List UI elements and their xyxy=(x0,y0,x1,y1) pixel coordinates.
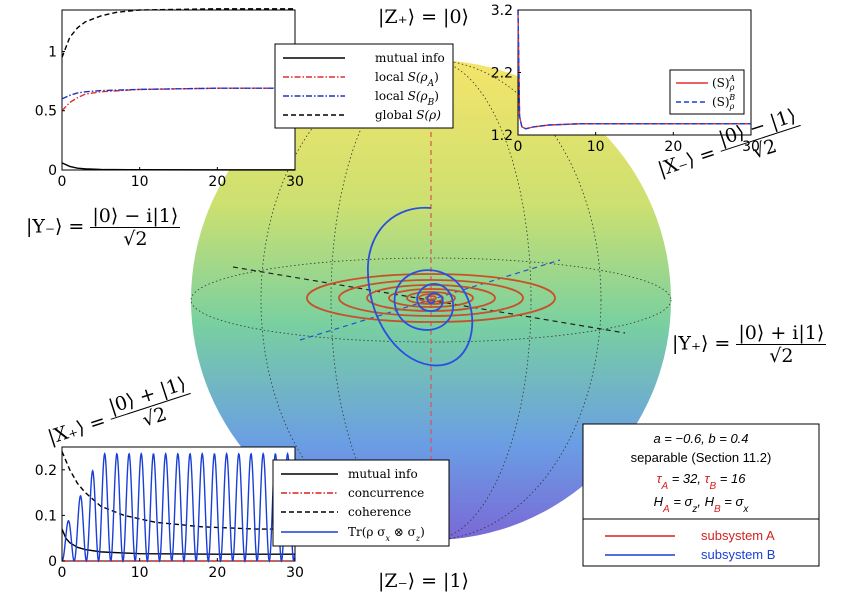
x-tick-label: 30 xyxy=(286,174,304,190)
label-y-minus: |Y₋⟩ = |0⟩ − i|1⟩√2 xyxy=(26,205,181,250)
label-y-minus-num: |0⟩ − i|1⟩ xyxy=(90,205,181,228)
trajectory-subsystem-b xyxy=(367,206,474,367)
legend-subsystem-a: subsystem A xyxy=(701,528,775,543)
y-tick-label: 1.2 xyxy=(491,128,513,144)
y-tick-label: 3.2 xyxy=(491,3,513,19)
label-x-minus-lhs: |X₋⟩ = xyxy=(655,141,719,181)
label-y-minus-den: √2 xyxy=(123,228,148,250)
label-y-minus-lhs: |Y₋⟩ = xyxy=(26,215,85,238)
label-y-plus-num: |0⟩ + i|1⟩ xyxy=(736,322,827,345)
label-y-plus-den: √2 xyxy=(769,345,794,367)
y-tick-label: 0.2 xyxy=(35,463,57,479)
x-ticks: 0 10 20 30 xyxy=(58,558,304,581)
inset-correlations: 0 10 20 30 0 0.1 0.2 mutual info concurrence … xyxy=(35,446,450,581)
plot-frame xyxy=(61,9,296,171)
legend-trace: Tr(ρ σx ⊗ σz) xyxy=(348,525,425,543)
x-tick-label: 10 xyxy=(131,565,149,581)
y-ticks: 0 0.1 0.2 xyxy=(35,463,65,570)
series-line-tr-x-z- xyxy=(61,451,296,564)
label-y-plus-lhs: |Y₊⟩ = xyxy=(672,332,731,355)
x-tick-label: 20 xyxy=(208,174,226,190)
x-tick-label: 20 xyxy=(208,565,226,581)
series-line-global-s- xyxy=(61,8,295,58)
legend-s-a: (S)ρA xyxy=(712,74,735,92)
info-box-frame xyxy=(582,423,820,567)
x-ticks: 0 10 20 30 xyxy=(58,167,304,190)
tau-text: τA = 32, τB = 16 xyxy=(657,471,747,492)
series-line-local-s-a- xyxy=(61,87,295,112)
y-tick-label: 2.2 xyxy=(491,66,513,82)
legend: mutual info local S(ρA) local S(ρB) glob… xyxy=(274,43,454,129)
plot-lines xyxy=(61,451,296,564)
label-z-minus: |Z₋⟩ = |1⟩ xyxy=(378,570,469,592)
meridian-line xyxy=(330,59,532,541)
x-tick-label: 0 xyxy=(58,174,67,190)
series-line-local-s-b- xyxy=(61,87,295,100)
legend-box xyxy=(669,69,745,115)
x-tick-label: 0 xyxy=(58,565,67,581)
legend: mutual info concurrence coherence Tr(ρ σ… xyxy=(272,459,450,547)
x-tick-label: 0 xyxy=(514,139,523,155)
y-tick-label: 0 xyxy=(48,163,57,179)
label-z-plus: |Z₊⟩ = |0⟩ xyxy=(378,6,469,28)
legend-mutual-info: mutual info xyxy=(375,51,445,65)
legend: (S)ρA (S)ρB xyxy=(669,69,745,115)
series-line-mutual-info xyxy=(61,162,295,171)
info-box: a = −0.6, b = 0.4 separable (Section 11.… xyxy=(582,423,820,567)
x-tick-label: 20 xyxy=(664,139,682,155)
x-tick-label: 30 xyxy=(286,565,304,581)
legend-local-a: local S(ρA) xyxy=(375,70,439,89)
case-text: separable (Section 11.2) xyxy=(631,450,772,465)
x-ticks: 0 10 20 30 xyxy=(514,132,760,155)
x-tick-label: 30 xyxy=(742,139,760,155)
x-tick-label: 10 xyxy=(131,174,149,190)
series-line--s-b- xyxy=(517,9,751,130)
legend-concurrence: concurrence xyxy=(348,486,424,500)
legend-global: global S(ρ) xyxy=(375,108,441,122)
params-text: a = −0.6, b = 0.4 xyxy=(653,431,748,446)
inset-s-rho: 0 10 20 30 1.2 2.2 3.2 (S)ρA (S)ρB xyxy=(491,3,760,155)
plot-lines xyxy=(61,8,295,171)
legend-mutual-info: mutual info xyxy=(348,467,418,481)
legend-local-b: local S(ρB) xyxy=(375,89,439,108)
x-tick-label: 10 xyxy=(587,139,605,155)
hamiltonian-text: HA = σz, HB = σx xyxy=(654,494,750,515)
y-tick-label: 0.1 xyxy=(35,508,57,524)
y-tick-label: 1 xyxy=(48,44,57,60)
series-line-coherence xyxy=(61,451,295,530)
label-x-plus-lhs: |X₊⟩ = xyxy=(45,409,109,449)
legend-s-b: (S)ρB xyxy=(712,93,735,111)
y-ticks: 00.51 xyxy=(35,44,65,179)
plot-lines xyxy=(517,9,751,130)
label-y-plus: |Y₊⟩ = |0⟩ + i|1⟩√2 xyxy=(672,322,827,367)
y-tick-label: 0.5 xyxy=(35,104,57,120)
legend-subsystem-b: subsystem B xyxy=(701,547,775,562)
y-ticks: 1.2 2.2 3.2 xyxy=(491,3,521,144)
label-y-plus-fraction: |0⟩ + i|1⟩√2 xyxy=(736,322,827,367)
label-y-minus-fraction: |0⟩ − i|1⟩√2 xyxy=(90,205,181,250)
legend-coherence: coherence xyxy=(348,505,411,519)
y-tick-label: 0 xyxy=(48,554,57,570)
